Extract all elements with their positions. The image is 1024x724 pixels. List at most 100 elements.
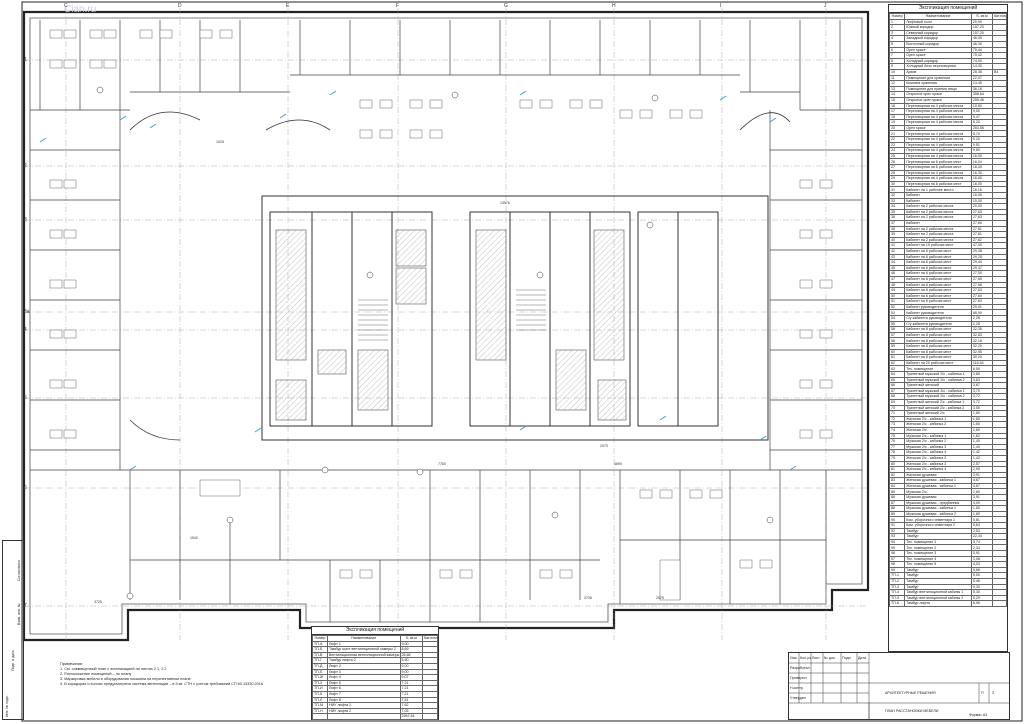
room-main-cell: Переговорная на 4 рабочих места: [904, 136, 972, 143]
room-small-cell: 2967,54: [399, 713, 423, 720]
room-main-cell: [991, 275, 1008, 283]
room-small-cell: Тамбур шахт вентиляционной камеры 2: [327, 646, 401, 653]
room-main-cell: 56: [888, 326, 906, 333]
room-main-cell: [991, 303, 1008, 311]
room-main-cell: Тамбур лифта: [904, 600, 972, 607]
room-main-cell: [991, 438, 1008, 445]
note-line: 2. Расположение помещений – по плану: [60, 672, 132, 676]
room-main-cell: [991, 63, 1008, 70]
room-main-cell: [991, 382, 1008, 389]
room-main-cell: 12: [888, 80, 906, 87]
room-main-cell: [991, 505, 1008, 512]
room-main-cell: [991, 359, 1008, 367]
room-main-cell: [991, 449, 1008, 456]
dimension-label: 4690: [614, 462, 622, 466]
axis-label-top: C: [64, 3, 68, 9]
room-main-cell: Туалетный мужской 2/с - кабинка 2: [904, 393, 972, 400]
room-main-cell: 62: [888, 359, 906, 367]
axis-label-left: 4: [24, 327, 27, 333]
room-main-cell: [991, 259, 1008, 266]
room-main-cell: [991, 482, 1008, 490]
room-main-cell: 48: [888, 281, 906, 289]
room-schedule-small-title: Экспликация помещений: [312, 627, 438, 635]
axis-label-top: H: [612, 3, 616, 9]
tb-cell: Подп.: [842, 656, 852, 660]
note-line: 3. Маркировка мебели и оборудования пока…: [60, 677, 191, 681]
room-main-cell: [991, 270, 1008, 277]
room-main-cell: [991, 264, 1008, 272]
room-main-cell: Переговорная на 4 рабочих места: [904, 130, 972, 138]
room-main-cell: [991, 85, 1008, 93]
room-main-cell: Переговорная на 4 рабочих места: [904, 119, 972, 126]
room-main-cell: [991, 387, 1008, 395]
room-main-cell: 88: [888, 505, 906, 512]
room-main-cell: [991, 102, 1008, 110]
room-main-cell: [991, 376, 1008, 384]
room-main-cell: [991, 600, 1008, 607]
room-main-cell: [991, 499, 1008, 507]
notes-title: Примечания:: [60, 662, 83, 666]
room-main-cell: Переговорная на 4 рабочих места: [904, 108, 972, 115]
room-main-cell: 43: [888, 253, 906, 261]
dimension-label: 2070: [600, 444, 608, 448]
room-main-cell: [991, 426, 1008, 434]
room-main-cell: 18: [888, 113, 906, 121]
room-main-cell: 17: [888, 108, 906, 115]
room-main-cell: [991, 471, 1008, 479]
axis-label-left: 2: [24, 163, 27, 169]
room-main-cell: 87: [888, 499, 906, 507]
room-main-cell: 83: [888, 477, 906, 484]
room-main-cell: 57: [888, 331, 906, 339]
room-main-cell: [991, 337, 1008, 344]
table-row: 2967,54: [312, 713, 438, 720]
tb-cell: Изм.: [790, 656, 798, 660]
room-main-cell: [991, 119, 1008, 126]
tb-cell: Лист: [812, 656, 820, 660]
axis-label-top: G: [504, 3, 508, 9]
room-main-cell: [991, 315, 1008, 322]
room-main-cell: [991, 253, 1008, 261]
room-main-cell: [991, 74, 1008, 82]
room-main-cell: [991, 292, 1008, 300]
dimension-label: 3735: [584, 596, 592, 600]
room-main-cell: 46: [888, 270, 906, 277]
room-main-cell: Переговорная на 4 рабочих места: [904, 102, 972, 110]
dimension-label: 3725: [94, 600, 102, 604]
watermark-text: Cian.ru: [64, 4, 97, 15]
room-small-header-cell: Кат.пом: [422, 635, 438, 642]
room-main-cell: Тамбур вентиляционной кабины 2: [904, 594, 972, 602]
axis-label-left: 3: [24, 217, 27, 223]
room-main-cell: 79: [888, 454, 906, 462]
room-main-cell: [991, 393, 1008, 400]
room-small-cell: [312, 713, 328, 720]
